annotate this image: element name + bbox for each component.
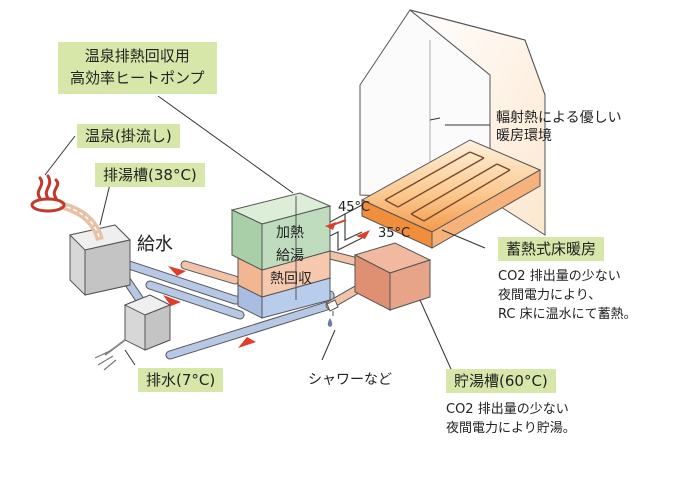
leader-lines [44, 95, 490, 379]
storage-note-line2: 夜間電力により貯湯。 [446, 420, 576, 436]
house [359, 9, 546, 249]
water-supply-label: 給水 [137, 234, 173, 255]
house-caption-line1: 輻射熱による優しい [496, 110, 622, 126]
water-drop-icon [327, 318, 333, 327]
storage-tank [353, 242, 432, 311]
heat-pump-label-line2: 高効率ヒートポンプ [70, 68, 205, 87]
floor-note-line1: CO2 排出量の少ない [498, 269, 621, 284]
storage-note-line1: CO2 排出量の少ない [446, 402, 569, 417]
drain-tank [58, 201, 131, 296]
floor-heating-coil [384, 151, 511, 222]
drain-tank-label: 排湯槽(38°C) [95, 163, 205, 187]
shower-head-icon [326, 299, 339, 316]
floor-note-line2: 夜間電力により、 [498, 287, 602, 303]
drainage-label: 排水(7°C) [138, 368, 224, 392]
hot-spring-steam-icon [30, 174, 66, 213]
temp-45-label: 45°C [338, 200, 371, 215]
hot-spring-label: 温泉(掛流し) [77, 124, 180, 148]
house-caption: 輻射熱による優しい 暖房環境 [496, 110, 622, 145]
house-caption-line2: 暖房環境 [496, 127, 552, 144]
heat-pump-unit [230, 192, 332, 319]
shower-label: シャワーなど [308, 372, 392, 388]
flow-arrow-icon [163, 219, 370, 348]
heat-pump-label-line1: 温泉排熱回収用 [84, 47, 190, 65]
unit-supply-label: 給湯 [276, 248, 304, 264]
storage-tank-label: 貯湯槽(60°C) [446, 369, 556, 393]
unit-heating-label: 加熱 [276, 225, 304, 241]
floor-heating-note: CO2 排出量の少ない 夜間電力により、 RC 床に温水にて蓄熱。 [498, 268, 637, 325]
floor-note-line3: RC 床に温水にて蓄熱。 [498, 306, 637, 322]
floor-heating-label: 蓄熱式床暖房 [498, 237, 605, 261]
unit-recovery-label: 熱回収 [270, 271, 312, 287]
heat-pump-label: 温泉排熱回収用 高効率ヒートポンプ [58, 42, 217, 94]
storage-tank-note: CO2 排出量の少ない 夜間電力により貯湯。 [446, 401, 576, 439]
temp-35-label: 35°C [378, 226, 411, 241]
drainage-pit [94, 294, 172, 371]
